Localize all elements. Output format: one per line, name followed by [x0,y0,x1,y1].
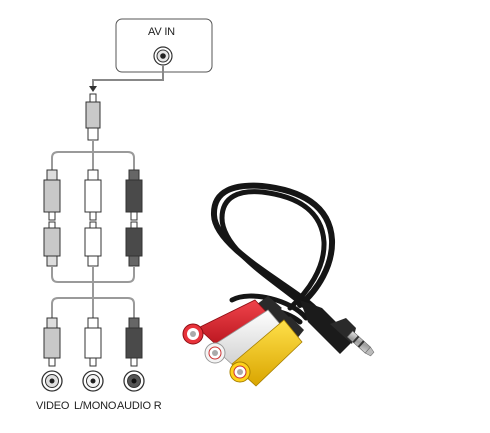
middle-merge-lines [51,266,135,318]
lmono-jack-icon [82,370,104,392]
video-label: VIDEO [36,400,70,412]
av-connection-line [92,65,164,87]
upper-split-lines [51,140,135,170]
l-mono-label: L/MONO [74,400,117,412]
lower-plug-video-icon [43,317,61,367]
mid-plug-left-icon [43,221,61,267]
rca-yellow-connector [229,316,304,387]
mid-plug-middle-icon [84,221,102,267]
mid-plug-right-icon [125,221,143,267]
audior-jack-icon [123,370,145,392]
video-jack-icon [41,370,63,392]
arrow-down-icon [89,86,97,92]
upper-plug-left-icon [43,169,61,221]
lower-plug-lmono-icon [84,317,102,367]
av-in-jack-icon [153,46,173,66]
main-plug-icon [85,93,101,141]
upper-plug-right-icon [125,169,143,221]
upper-plug-middle-icon [84,169,102,221]
cable-photo [182,182,375,387]
audio-r-label: AUDIO R [117,400,162,412]
lower-plug-audior-icon [125,317,143,367]
jack-3-5mm-plug [300,300,375,357]
av-in-label: AV IN [148,26,175,38]
